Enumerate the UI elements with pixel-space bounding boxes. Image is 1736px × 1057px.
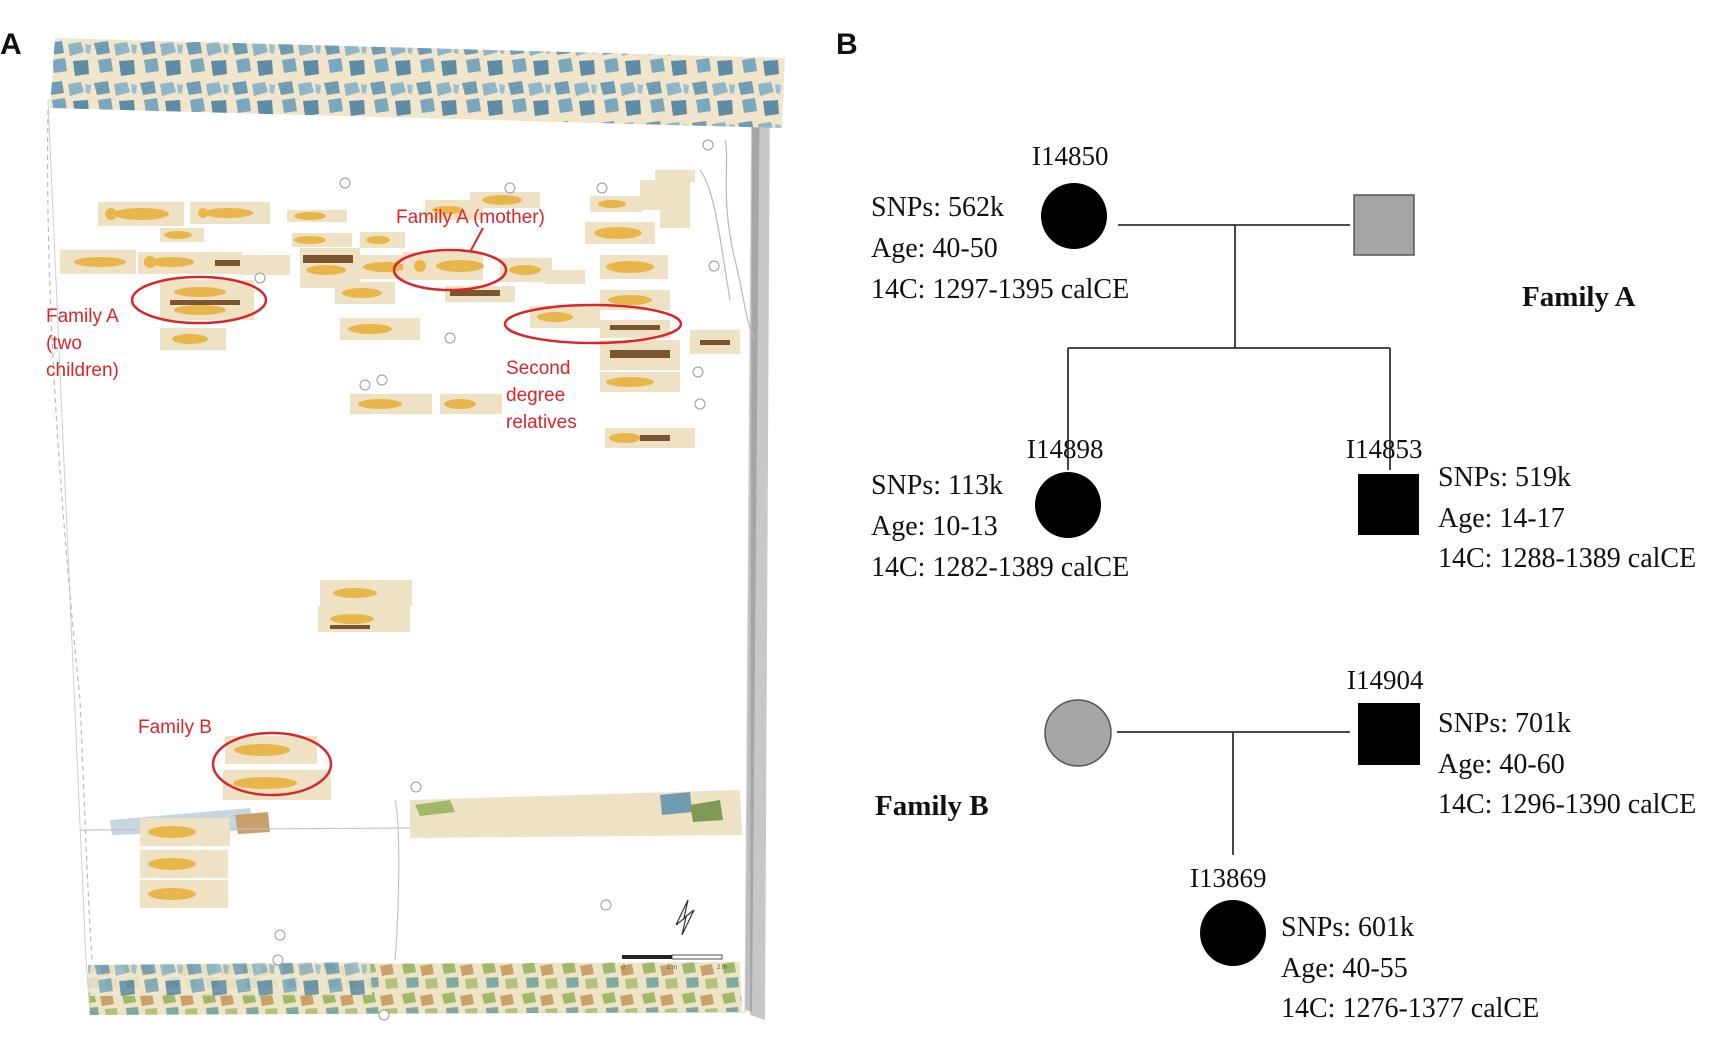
individual-I13869-symbol bbox=[1200, 900, 1266, 966]
panel-b-letter: B bbox=[836, 28, 858, 61]
north-arrow-icon bbox=[675, 899, 695, 936]
second-degree-label-3: relatives bbox=[506, 412, 577, 433]
scale-label-1m: 1 m bbox=[667, 965, 677, 971]
individual-I14853-id: I14853 bbox=[1346, 434, 1423, 464]
family-a-children-ellipse bbox=[130, 275, 268, 325]
individual-I14904-c14: 14C: 1296-1390 calCE bbox=[1438, 789, 1696, 820]
individual-I14853-age: Age: 14-17 bbox=[1438, 503, 1565, 534]
individual-I14904-snps: SNPs: 701k bbox=[1438, 708, 1571, 739]
individual-I14850-symbol bbox=[1041, 183, 1107, 249]
scale-label-2m: 2 m bbox=[717, 965, 727, 971]
individual-I13869-id: I13869 bbox=[1190, 863, 1267, 893]
individual-I14898-id: I14898 bbox=[1027, 434, 1104, 464]
individual-I14898-age: Age: 10-13 bbox=[871, 511, 998, 542]
panel-a-letter: A bbox=[0, 28, 22, 61]
individual-I14898-symbol bbox=[1035, 472, 1101, 538]
individual-I14853-c14: 14C: 1288-1389 calCE bbox=[1438, 543, 1696, 574]
individual-I13869-age: Age: 40-55 bbox=[1281, 953, 1408, 984]
individual-I14904-id: I14904 bbox=[1347, 665, 1424, 695]
second-degree-label-2: degree bbox=[506, 385, 565, 406]
unsampled-female-b-symbol bbox=[1044, 699, 1112, 767]
individual-I14853-snps: SNPs: 519k bbox=[1438, 462, 1571, 493]
individual-I14850-age: Age: 40-50 bbox=[871, 233, 998, 264]
pedigree-lines bbox=[1067, 224, 1391, 855]
individual-I14904-age: Age: 40-60 bbox=[1438, 749, 1565, 780]
family-a-mother-label: Family A (mother) bbox=[396, 207, 545, 228]
burial-group bbox=[60, 170, 740, 908]
family-a-label: Family A bbox=[1522, 281, 1636, 313]
individual-I13869-snps: SNPs: 601k bbox=[1281, 912, 1414, 943]
family-b-label: Family B bbox=[138, 717, 212, 738]
scale-label-0: 0 bbox=[622, 965, 626, 971]
unsampled-male-a-symbol bbox=[1353, 194, 1415, 256]
individual-I14898-c14: 14C: 1282-1389 calCE bbox=[871, 552, 1129, 583]
individual-I14850-id: I14850 bbox=[1032, 141, 1109, 171]
excavation-plan: 0 1 m 2 m Family A (mother) Family A (tw… bbox=[46, 38, 785, 1021]
second-degree-label-1: Second bbox=[506, 358, 570, 379]
family-a-children-label-3: children) bbox=[46, 360, 119, 381]
family-a-mother-pointer bbox=[469, 227, 484, 253]
individual-I14853-symbol bbox=[1358, 474, 1419, 535]
individual-I14898-snps: SNPs: 113k bbox=[871, 470, 1003, 501]
family-a-children-label-2: (two bbox=[46, 333, 82, 354]
individual-I14850-c14: 14C: 1297-1395 calCE bbox=[871, 274, 1129, 305]
scale-bar: 0 1 m 2 m bbox=[622, 954, 727, 971]
second-degree-ellipse bbox=[503, 303, 683, 345]
burial-markers bbox=[254, 139, 720, 1021]
family-b-label: Family B bbox=[875, 790, 989, 822]
individual-I14850-snps: SNPs: 562k bbox=[871, 192, 1004, 223]
family-a-mother-ellipse bbox=[392, 248, 508, 292]
individual-I13869-c14: 14C: 1276-1377 calCE bbox=[1281, 993, 1539, 1024]
family-b-ellipse bbox=[211, 731, 333, 797]
individual-I14904-symbol bbox=[1358, 703, 1420, 765]
pedigree-chart: Family A Family B I14850 SNPs: 562k Age:… bbox=[871, 141, 1696, 1024]
family-a-children-label-1: Family A bbox=[46, 306, 119, 327]
